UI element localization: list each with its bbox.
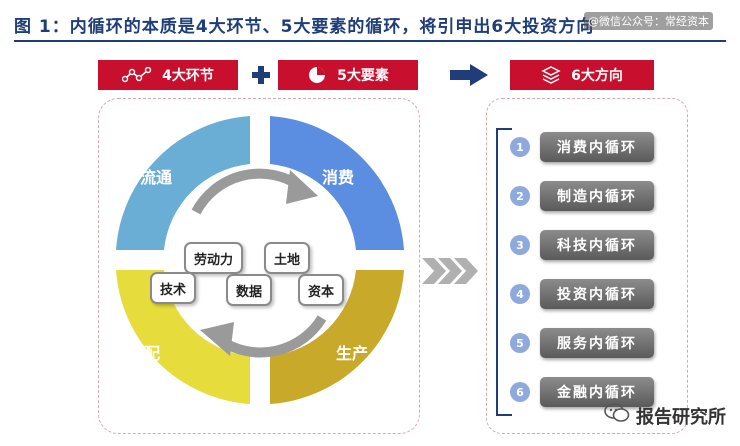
wechat-icon	[604, 402, 630, 429]
direction-item: 6 金融内循环	[510, 375, 654, 409]
cycle-ring	[104, 104, 416, 416]
direction-number: 5	[510, 333, 530, 353]
direction-number: 4	[510, 284, 530, 304]
brand-label: 报告研究所	[636, 406, 726, 428]
direction-number: 6	[510, 382, 530, 402]
page-title: 图 1：内循环的本质是4大环节、5大要素的循环，将引申出6大投资方向	[14, 17, 595, 37]
direction-label: 投资内循环	[540, 279, 654, 309]
header-bar-factors-label: 5大要素	[337, 68, 389, 84]
direction-label: 消费内循环	[540, 132, 654, 162]
segment-production	[270, 270, 404, 404]
direction-item: 1 消费内循环	[510, 130, 654, 164]
direction-number: 1	[510, 137, 530, 157]
segment-consumption	[270, 116, 404, 250]
factor-labor: 劳动力	[184, 242, 244, 274]
direction-number: 2	[510, 186, 530, 206]
cycle-panel	[98, 98, 420, 434]
watermark: @微信公众号：常经资本	[584, 12, 713, 30]
direction-item: 5 服务内循环	[510, 326, 654, 360]
factor-data: 数据	[226, 274, 273, 306]
factor-land: 土地	[264, 242, 311, 274]
direction-label: 金融内循环	[540, 377, 654, 407]
header-bar-factors: 5大要素	[278, 60, 418, 90]
direction-label: 服务内循环	[540, 328, 654, 358]
direction-item: 3 科技内循环	[510, 228, 654, 262]
header-bar-directions-label: 6大方向	[571, 68, 623, 84]
segment-label-distribution: 分配	[128, 344, 161, 363]
directions-bracket	[496, 128, 512, 416]
segment-label-consumption: 消费	[322, 168, 355, 187]
brand-watermark: 报告研究所	[604, 402, 726, 429]
segment-label-production: 生产	[336, 344, 369, 363]
direction-item: 2 制造内循环	[510, 179, 654, 213]
factor-capital: 资本	[298, 274, 345, 306]
direction-item: 4 投资内循环	[510, 277, 654, 311]
layers-icon	[541, 65, 561, 85]
network-icon	[122, 67, 152, 83]
direction-number: 3	[510, 235, 530, 255]
chevron-arrows-icon	[422, 258, 478, 284]
plus-icon	[252, 66, 270, 84]
header-bar-directions: 6大方向	[510, 60, 654, 90]
factor-technology: 技术	[150, 272, 197, 304]
direction-label: 科技内循环	[540, 230, 654, 260]
pie-icon	[307, 65, 327, 85]
segment-label-circulation: 流通	[140, 168, 173, 187]
right-arrow-icon	[450, 64, 488, 86]
direction-label: 制造内循环	[540, 181, 654, 211]
header-bar-stages: 4大环节	[98, 60, 238, 90]
segment-distribution	[116, 270, 250, 404]
title-divider	[14, 40, 726, 42]
segment-circulation	[116, 116, 250, 250]
header-bar-stages-label: 4大环节	[162, 68, 214, 84]
